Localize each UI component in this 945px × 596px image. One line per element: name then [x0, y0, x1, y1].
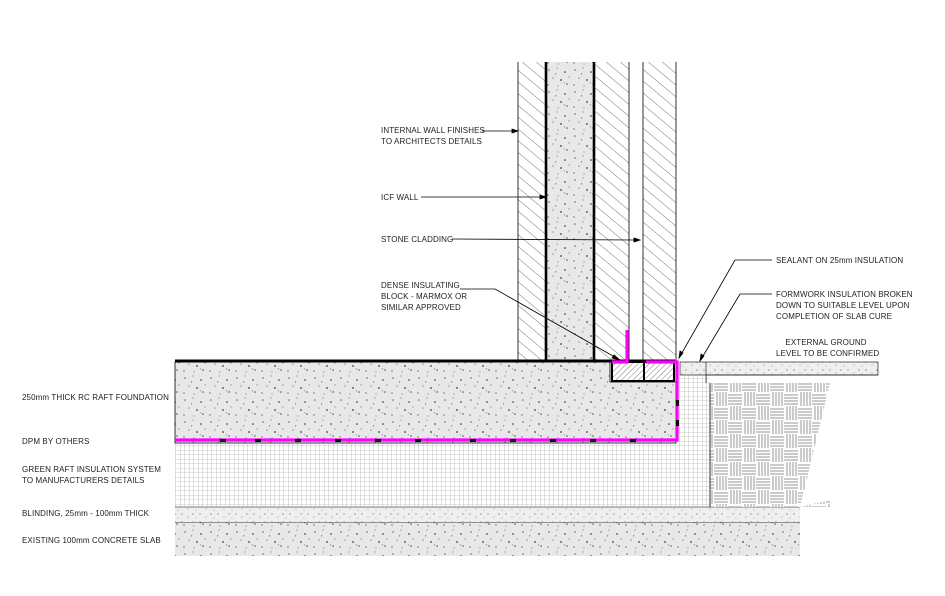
label-line: ICF WALL: [381, 193, 419, 202]
label-external-ground: EXTERNAL GROUND LEVEL TO BE CONFIRMED: [776, 337, 880, 359]
perimeter-insulation: [676, 375, 710, 443]
rc-raft-foundation: [174, 361, 677, 444]
label-existing-slab: EXISTING 100mm CONCRETE SLAB: [22, 535, 161, 546]
icf-wall-core: [546, 62, 594, 362]
existing-concrete-slab: [175, 522, 800, 556]
label-line: DOWN TO SUITABLE LEVEL UPON: [776, 301, 910, 310]
label-line: SEALANT ON 25mm INSULATION: [776, 256, 904, 265]
label-blinding: BLINDING, 25mm - 100mm THICK: [22, 508, 149, 519]
label-line: COMPLETION OF SLAB CURE: [776, 312, 893, 321]
label-raft-insulation: GREEN RAFT INSULATION SYSTEM TO MANUFACT…: [22, 464, 161, 486]
label-internal-wall-finishes: INTERNAL WALL FINISHES TO ARCHITECTS DET…: [381, 125, 485, 147]
label-line: BLINDING, 25mm - 100mm THICK: [22, 509, 150, 518]
label-sealant: SEALANT ON 25mm INSULATION: [776, 255, 903, 266]
label-line: SIMILAR APPROVED: [381, 303, 461, 312]
label-dpm: DPM BY OTHERS: [22, 436, 89, 447]
label-dense-insulating-block: DENSE INSULATING BLOCK - MARMOX OR SIMIL…: [381, 280, 467, 313]
label-line: STONE CLADDING: [381, 235, 454, 244]
label-line: TO ARCHITECTS DETAILS: [381, 137, 482, 146]
label-line: 250mm THICK RC RAFT FOUNDATION: [22, 393, 170, 402]
label-stone-cladding: STONE CLADDING: [381, 234, 453, 245]
label-line: EXISTING 100mm CONCRETE SLAB: [22, 536, 161, 545]
label-line: BLOCK - MARMOX OR: [381, 292, 468, 301]
icf-external-insulation: [594, 62, 629, 360]
label-line: LEVEL TO BE CONFIRMED: [776, 349, 880, 358]
blinding-layer: [175, 507, 800, 522]
label-line: FORMWORK INSULATION BROKEN: [776, 290, 913, 299]
leader-lines: [421, 128, 772, 363]
dpm-membrane: [175, 330, 679, 442]
label-line: INTERNAL WALL FINISHES: [381, 126, 485, 135]
label-line: DPM BY OTHERS: [22, 437, 90, 446]
label-formwork-insulation: FORMWORK INSULATION BROKEN DOWN TO SUITA…: [776, 289, 913, 322]
label-line: DENSE INSULATING: [381, 281, 460, 290]
internal-wall-finish: [518, 62, 546, 362]
stone-cladding: [643, 62, 676, 360]
external-ground-strip: [679, 361, 879, 376]
label-line: TO MANUFACTURERS DETAILS: [22, 476, 145, 485]
label-line: EXTERNAL GROUND: [785, 338, 867, 347]
label-line: GREEN RAFT INSULATION SYSTEM: [22, 465, 161, 474]
raft-insulation-system: [175, 443, 710, 507]
label-raft-foundation: 250mm THICK RC RAFT FOUNDATION: [22, 392, 169, 403]
label-icf-wall: ICF WALL: [381, 192, 418, 203]
